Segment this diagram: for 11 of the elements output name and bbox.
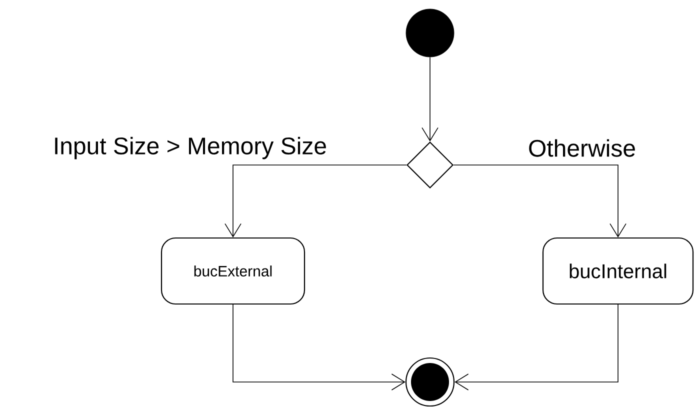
arrow xyxy=(422,56,438,142)
action-box: bucExternal xyxy=(160,237,306,305)
edge-label: Otherwise xyxy=(527,138,638,158)
arrow xyxy=(454,304,618,390)
start-circle xyxy=(406,8,454,58)
end-circle xyxy=(405,357,455,407)
arrow xyxy=(224,164,407,238)
arrow xyxy=(453,164,626,238)
arrow xyxy=(232,304,406,390)
action-box: bucInternal xyxy=(542,237,694,305)
edge-label: Input Size > Memory Size xyxy=(52,136,328,160)
